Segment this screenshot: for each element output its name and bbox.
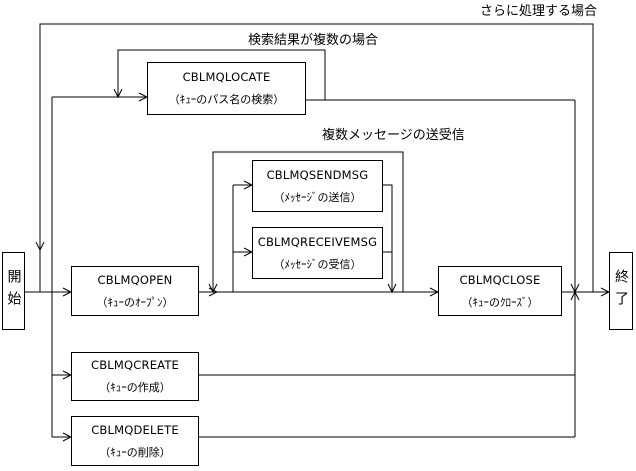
start-terminal: 開始 — [2, 252, 25, 330]
function-description: （ｷｭｰの削除） — [99, 445, 171, 459]
label-further-processing: さらに処理する場合 — [480, 4, 598, 19]
function-name: CBLMQLOCATE — [182, 70, 271, 84]
function-description: （ｷｭｰのパス名の検索） — [168, 93, 285, 106]
function-description: （ｷｭｰのｵｰﾌﾟﾝ） — [96, 295, 174, 309]
end-label: 終了 — [613, 269, 629, 313]
cblmqopen-box: CBLMQOPEN （ｷｭｰのｵｰﾌﾟﾝ） — [71, 266, 199, 316]
function-name: CBLMQCREATE — [90, 358, 180, 372]
function-description: （ｷｭｰの作成） — [99, 381, 171, 394]
function-description: （ｷｭｰのｸﾛｰｽﾞ） — [461, 295, 539, 309]
cblmqreceivemsg-box: CBLMQRECEIVEMSG （ﾒｯｾｰｼﾞの受信） — [252, 227, 383, 279]
sendmsg-out-line — [383, 184, 392, 292]
function-name: CBLMQDELETE — [91, 422, 179, 437]
loop-multiple-messages-line — [213, 151, 404, 292]
label-multiple-messages: 複数メッセージの送受信 — [322, 128, 465, 143]
function-name: CBLMQSENDMSG — [266, 167, 369, 182]
function-name: CBLMQRECEIVEMSG — [257, 234, 378, 249]
function-name: CBLMQOPEN — [97, 272, 173, 287]
function-description: （ﾒｯｾｰｼﾞの受信） — [273, 257, 362, 271]
end-terminal: 終了 — [609, 252, 633, 330]
loop-further-processing-line — [40, 23, 594, 292]
cblmqsendmsg-box: CBLMQSENDMSG （ﾒｯｾｰｼﾞの送信） — [252, 160, 383, 212]
function-name: CBLMQCLOSE — [459, 272, 541, 287]
cblmqlocate-box: CBLMQLOCATE （ｷｭｰのパス名の検索） — [147, 62, 306, 115]
label-multiple-search-results: 検索結果が複数の場合 — [248, 33, 379, 48]
cblmqcreate-box: CBLMQCREATE （ｷｭｰの作成） — [71, 352, 199, 401]
cblmqdelete-box: CBLMQDELETE （ｷｭｰの削除） — [71, 416, 199, 466]
loop-multiple-results-line — [118, 49, 326, 100]
start-label: 開始 — [5, 269, 22, 313]
cblmqclose-box: CBLMQCLOSE （ｷｭｰのｸﾛｰｽﾞ） — [438, 266, 562, 316]
function-description: （ﾒｯｾｰｼﾞの送信） — [273, 190, 362, 204]
